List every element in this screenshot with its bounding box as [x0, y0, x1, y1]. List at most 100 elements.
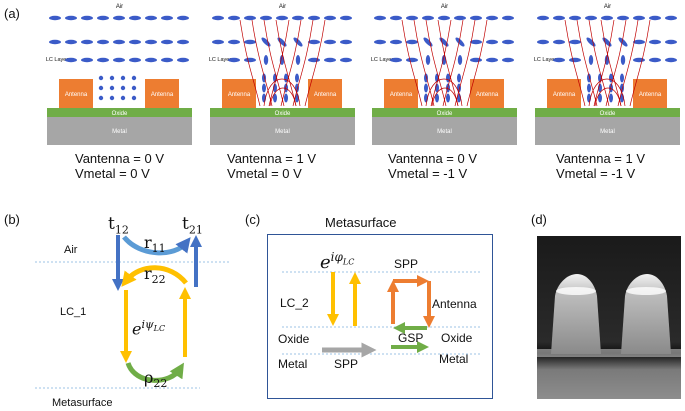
sem-pillar-left-cap: [556, 287, 596, 295]
lc-molecule-gap: [98, 95, 104, 101]
lc-molecule: [423, 37, 433, 47]
lc-layer-label: LC Layer: [209, 57, 231, 63]
field-line: [268, 19, 290, 107]
lc-molecule: [65, 57, 77, 63]
antenna-left-label: Antenna: [553, 92, 576, 98]
lc-layer-label: LC Layer: [534, 57, 556, 63]
lc-molecule: [620, 55, 626, 65]
lc-molecule: [212, 39, 224, 45]
lc-molecule: [292, 15, 304, 21]
rho22-label: ρ22: [144, 368, 168, 391]
lc-molecule-gap: [98, 85, 104, 91]
lc-layer-label: LC Layer: [371, 57, 393, 63]
lc-molecule: [457, 55, 463, 65]
lc-molecule: [129, 39, 141, 45]
antenna-right: [308, 79, 342, 108]
c-spp-bottom-label: SPP: [334, 357, 359, 371]
field-line-arc: [431, 87, 459, 107]
lc-molecule: [324, 15, 336, 21]
field-line: [454, 19, 476, 107]
oxide-layer: [47, 108, 192, 117]
lc-molecule: [308, 39, 320, 45]
field-line: [593, 19, 615, 107]
lc-molecule: [649, 15, 661, 21]
lc-molecule: [145, 39, 157, 45]
antenna-left-label: Antenna: [65, 92, 88, 98]
lc-molecule: [161, 39, 173, 45]
lc-molecule-gap: [598, 93, 602, 103]
condition-4-metal: Vmetal = -1 V: [556, 166, 636, 181]
lc-molecule: [113, 39, 125, 45]
lc-molecule: [81, 57, 93, 63]
lc-molecule: [406, 39, 418, 45]
lc-molecule: [649, 39, 661, 45]
lc-molecule-gap: [120, 75, 126, 81]
field-line: [263, 19, 285, 107]
lc-molecule: [553, 57, 565, 63]
lc-molecule-gap: [131, 95, 137, 101]
lc-molecule: [113, 57, 125, 63]
psi-phase-label: eiψLC: [132, 318, 166, 339]
lc-molecule-gap: [273, 93, 277, 103]
lc-molecule-gap: [131, 75, 137, 81]
lc-molecule-gap: [98, 75, 104, 81]
field-line: [275, 19, 297, 107]
lc-molecule: [97, 39, 109, 45]
antenna-right: [470, 79, 504, 108]
field-line: [401, 19, 423, 107]
lc-molecule: [161, 15, 173, 21]
lc-molecule: [470, 15, 482, 21]
c-metal-right-label: Metal: [439, 352, 469, 366]
antenna-right: [633, 79, 667, 108]
lc-molecule: [177, 57, 189, 63]
lc-molecule: [81, 39, 93, 45]
r11-arrow: [122, 235, 191, 256]
lc-molecule: [486, 57, 498, 63]
metal-layer: [210, 117, 355, 145]
lc-molecule: [374, 15, 386, 21]
lc-molecule: [470, 39, 482, 45]
air-label: Air: [604, 4, 611, 10]
lc-molecule: [97, 57, 109, 63]
condition-4: Vantenna = 1 V Vmetal = -1 V: [556, 151, 645, 181]
lc-molecule: [161, 57, 173, 63]
lc-molecule: [553, 15, 565, 21]
lc-molecule-gap: [109, 95, 115, 101]
field-line-arc: [425, 78, 463, 107]
r22-arrow: [121, 265, 188, 287]
field-line: [564, 19, 586, 107]
lc-molecule: [618, 37, 628, 47]
antenna-right-label: Antenna: [151, 92, 174, 98]
lc-molecule: [470, 57, 482, 63]
lc-molecule: [228, 15, 240, 21]
lc-molecule: [502, 39, 514, 45]
antenna-left: [547, 79, 581, 108]
phi-phase-label: eiφLC: [320, 250, 355, 273]
condition-1-antenna: Vantenna = 0 V: [75, 151, 165, 166]
lc-molecule: [129, 57, 141, 63]
lc-molecule: [295, 55, 301, 65]
panel-b-label: (b): [4, 212, 20, 227]
t21-label: t21: [182, 214, 203, 237]
lc-molecule-gap: [109, 75, 115, 81]
lc-molecule: [228, 39, 240, 45]
field-line: [617, 19, 639, 107]
antenna-left: [384, 79, 418, 108]
lc-molecule: [276, 15, 288, 21]
lc-molecule: [374, 39, 386, 45]
oxide-layer: [210, 108, 355, 117]
lc-molecule: [324, 39, 336, 45]
lc-molecule: [633, 39, 645, 45]
lc-molecule: [228, 57, 240, 63]
panel-c-box: [267, 234, 493, 399]
lc-molecule: [633, 15, 645, 21]
lc-molecule: [553, 39, 565, 45]
metal-layer: [47, 117, 192, 145]
c-lc-label: LC_2: [280, 296, 309, 310]
lc-molecule: [665, 57, 677, 63]
lc-molecule: [425, 55, 431, 65]
c-oxide-label: Oxide: [278, 332, 310, 346]
lc-molecule: [113, 15, 125, 21]
lc-molecule-gap: [131, 85, 137, 91]
lc-molecule: [340, 39, 352, 45]
